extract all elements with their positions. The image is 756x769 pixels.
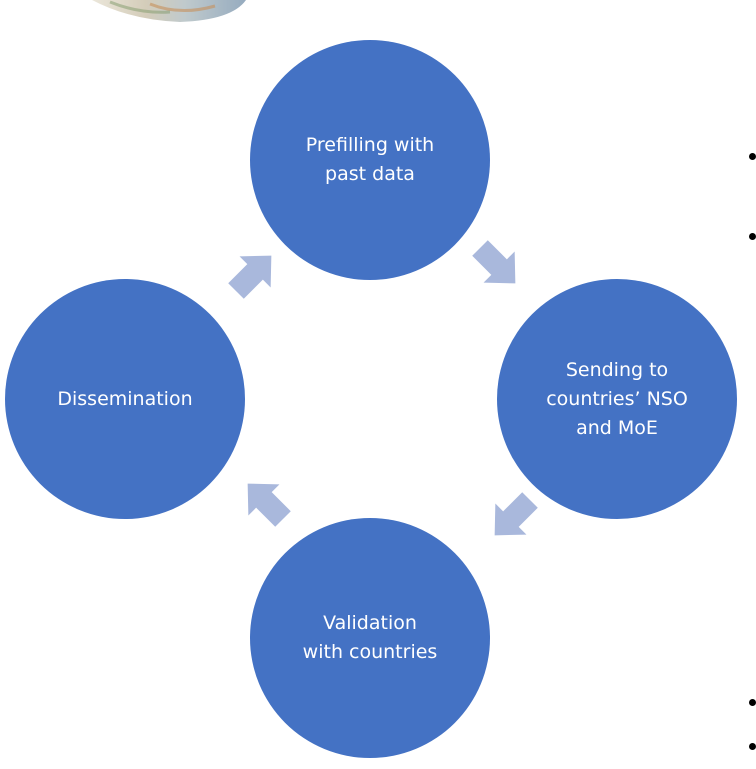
block-arrow-icon	[472, 240, 516, 284]
node-sending-line-3: and MoE	[576, 416, 658, 439]
node-dissemination: Dissemination	[5, 279, 245, 519]
node-prefilling: Prefilling with past data	[250, 40, 490, 280]
block-arrow-icon	[247, 483, 291, 527]
bullet-icon	[749, 743, 756, 750]
node-prefilling-line-1: Prefilling with	[305, 134, 435, 156]
block-arrow-icon	[228, 255, 272, 299]
node-prefilling-line-2: past data	[325, 163, 415, 185]
node-validation-line-2: with countries	[302, 641, 438, 663]
node-validation-line-1: Validation	[323, 612, 417, 634]
node-sending-line-2: countries’ NSO	[546, 387, 688, 410]
node-dissemination-line-1: Dissemination	[57, 387, 193, 410]
bullet-icon	[749, 699, 756, 706]
block-arrow-icon	[494, 492, 538, 536]
node-sending-line-1: Sending to	[565, 358, 669, 381]
node-sending: Sending to countries’ NSO and MoE	[497, 279, 737, 519]
node-validation: Validation with countries	[250, 518, 490, 758]
bullet-icon	[749, 153, 756, 160]
bullet-icon	[749, 233, 756, 240]
